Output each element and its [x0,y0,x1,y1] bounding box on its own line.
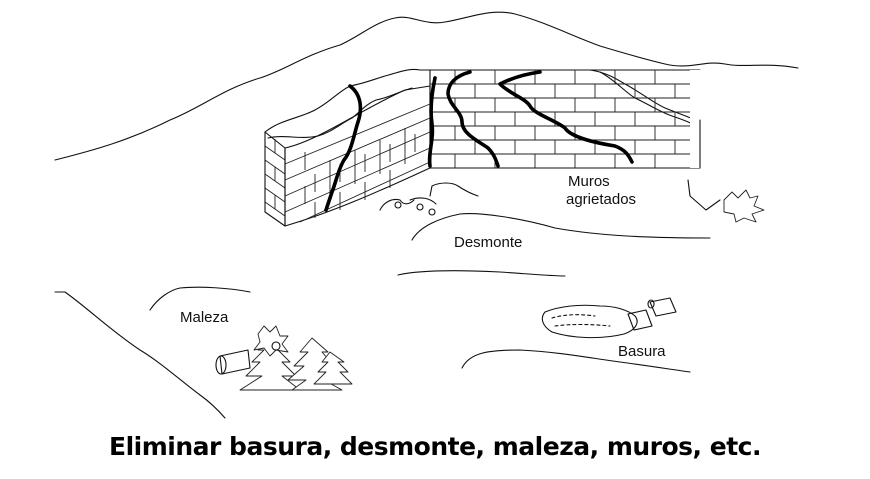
hill-outline [54,11,799,161]
small-bush-right [687,179,765,223]
label-maleza: Maleza [180,309,229,326]
ground-line-desmonte [411,213,711,241]
label-desmonte: Desmonte [454,234,522,251]
ground-line-basura [461,349,691,373]
crack-3 [446,70,500,168]
caption: Eliminar basura, desmonte, maleza, muros… [109,432,761,461]
label-basura: Basura [618,343,666,360]
wall-top-contour [264,68,701,133]
label-muros: Muros [568,173,610,190]
ground-line-left [149,286,251,311]
crack-1 [324,84,363,212]
trash-pile [541,297,677,339]
front-wall-face [284,85,431,227]
left-wall-face [264,131,286,227]
weeds-cluster [215,325,353,391]
crack-2 [427,76,437,168]
crack-4 [498,70,634,164]
ground-line-slope [54,291,226,419]
right-wall [429,69,702,169]
ground-line-mid [397,270,566,277]
small-plant-left [379,197,437,216]
label-agrietados: agrietados [566,191,636,208]
ground-step [429,182,479,197]
